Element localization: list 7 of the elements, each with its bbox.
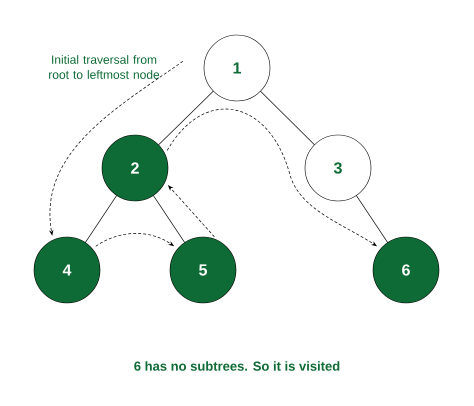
tree-edge — [153, 195, 185, 243]
tree-edge — [158, 90, 214, 146]
annotation-text: Initial traversal from root to leftmost node — [49, 55, 160, 79]
caption: 6 has no subtrees. So it is visited — [134, 361, 340, 371]
tree-edge — [356, 195, 388, 243]
tree-edge — [260, 91, 315, 145]
tree-edge — [85, 195, 117, 243]
